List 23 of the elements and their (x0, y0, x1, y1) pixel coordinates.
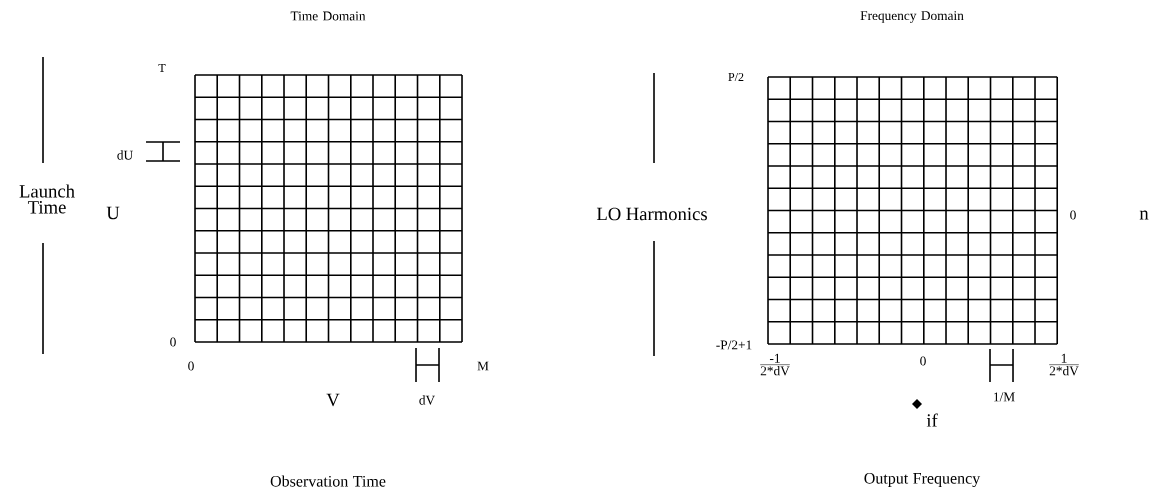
label: M (477, 361, 489, 371)
label: 0 (920, 356, 926, 366)
label: 0 (170, 337, 176, 347)
label: U (106, 206, 120, 220)
fraction-label: 1 2*dV (1048, 353, 1080, 376)
label: 1/M (994, 392, 1015, 402)
label: n (1139, 210, 1149, 220)
label: LO Harmonics (596, 207, 707, 221)
label: Observation Time (270, 475, 386, 487)
label: 0 (1070, 210, 1076, 220)
label: 0 (188, 361, 194, 371)
label: if (926, 413, 938, 427)
label: Output Frequency (864, 472, 981, 488)
label: dU (117, 150, 133, 160)
label: P/2 (728, 72, 744, 82)
fraction-label: -1 2*dV (759, 353, 791, 376)
label: T (158, 64, 166, 72)
label: V (326, 393, 340, 407)
label: dV (419, 395, 435, 405)
label: Launch Time (19, 184, 75, 214)
label: Time Domain (290, 11, 366, 21)
label: -P/2+1 (716, 340, 752, 350)
label: Frequency Domain (860, 11, 964, 23)
